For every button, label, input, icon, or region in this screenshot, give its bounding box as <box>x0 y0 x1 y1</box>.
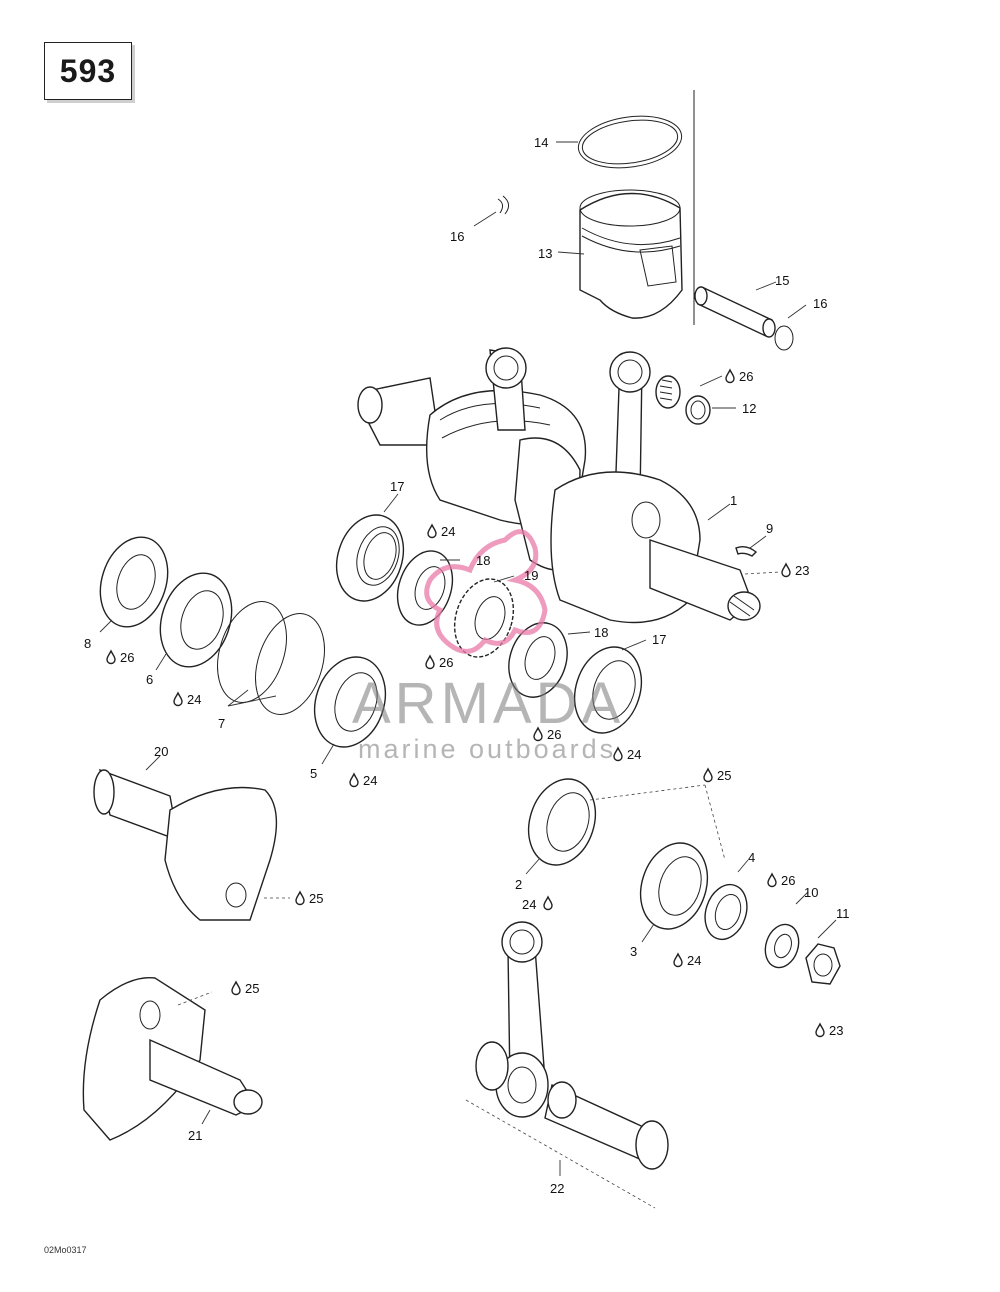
oil-seal-4 <box>704 883 748 941</box>
crankshaft-half-mag <box>82 976 263 1141</box>
callout-12: 12 <box>742 401 756 416</box>
lube-24e: 24 <box>522 897 536 912</box>
watermark-subtitle: marine outboards <box>358 734 617 764</box>
lube-26e: 26 <box>781 873 795 888</box>
watermark-logo <box>424 529 548 654</box>
oil-seal-left <box>99 536 169 628</box>
lube-25a: 25 <box>717 768 731 783</box>
connecting-rod <box>475 921 669 1170</box>
drop-icon <box>231 981 241 996</box>
lube-23b: 23 <box>829 1023 843 1038</box>
crankshaft-assembly <box>357 347 761 624</box>
callout-13: 13 <box>538 246 552 261</box>
callout-20: 20 <box>154 744 168 759</box>
piston <box>579 189 683 319</box>
drop-icon <box>815 1023 825 1038</box>
callout-18b: 18 <box>594 625 608 640</box>
lube-24c: 24 <box>627 747 641 762</box>
callout-15: 15 <box>775 273 789 288</box>
drop-icon <box>543 896 553 911</box>
drop-icon <box>781 563 791 578</box>
drop-icon <box>349 773 359 788</box>
ball-bearing-3 <box>639 842 709 930</box>
callout-18a: 18 <box>476 553 490 568</box>
lube-26c: 26 <box>439 655 453 670</box>
callout-14: 14 <box>534 135 548 150</box>
needle-bearing-small <box>655 375 711 425</box>
callout-1: 1 <box>730 493 737 508</box>
callout-17a: 17 <box>390 479 404 494</box>
drop-icon <box>295 891 305 906</box>
watermark-title: ARMADA <box>352 671 625 736</box>
lube-24b: 24 <box>187 692 201 707</box>
callout-7: 7 <box>218 716 225 731</box>
callout-19: 19 <box>524 568 538 583</box>
lube-25b: 25 <box>309 891 323 906</box>
callout-8: 8 <box>84 636 91 651</box>
drop-icon <box>425 655 435 670</box>
ball-bearing-lower <box>573 646 643 734</box>
drawing-code: 02Mo0317 <box>44 1245 87 1255</box>
oil-seal-lower <box>508 622 568 698</box>
callout-6: 6 <box>146 672 153 687</box>
drop-icon <box>673 953 683 968</box>
gear <box>453 578 515 658</box>
retaining-rings <box>217 601 325 715</box>
circlip-right <box>774 325 794 351</box>
drop-icon <box>106 650 116 665</box>
washer <box>764 923 800 969</box>
lube-24d: 24 <box>363 773 377 788</box>
callout-4: 4 <box>748 850 755 865</box>
drop-icon <box>703 768 713 783</box>
callout-22: 22 <box>550 1181 564 1196</box>
page-number: 593 <box>59 52 117 89</box>
lubricant-refs: 26 24 23 26 26 24 26 24 24 25 26 25 24 2… <box>106 369 843 1038</box>
lube-25c: 25 <box>245 981 259 996</box>
crankshaft-half-pto <box>93 768 278 921</box>
callout-2: 2 <box>515 877 522 892</box>
page-number-box: 593 <box>44 42 132 100</box>
drop-icon <box>725 369 735 384</box>
lube-24a: 24 <box>441 524 455 539</box>
callout-17b: 17 <box>652 632 666 647</box>
callout-11: 11 <box>836 906 850 921</box>
callout-16b: 16 <box>813 296 827 311</box>
callout-3: 3 <box>630 944 637 959</box>
circlip-top <box>497 195 509 215</box>
drop-icon <box>767 873 777 888</box>
lube-24f: 24 <box>687 953 701 968</box>
ball-bearing-center <box>313 656 387 748</box>
lube-26b: 26 <box>120 650 134 665</box>
callout-16a: 16 <box>450 229 464 244</box>
lube-26a: 26 <box>739 369 753 384</box>
woodruff-key <box>735 545 758 557</box>
callout-labels: 14 16 13 15 16 12 1 9 17 18 19 18 17 8 6… <box>84 135 850 1196</box>
callout-21: 21 <box>188 1128 202 1143</box>
lube-26d: 26 <box>547 727 561 742</box>
callout-9: 9 <box>766 521 773 536</box>
callout-5: 5 <box>310 766 317 781</box>
leader-lines <box>99 141 837 1176</box>
piston-ring <box>577 115 683 169</box>
ball-bearing-left <box>159 572 233 668</box>
lube-23a: 23 <box>795 563 809 578</box>
ball-bearing-2 <box>527 778 597 866</box>
callout-10: 10 <box>804 885 818 900</box>
ball-bearing-upper <box>335 514 405 602</box>
piston-pin <box>694 286 776 338</box>
drop-icon <box>427 524 437 539</box>
nut <box>805 943 841 985</box>
drop-icon <box>173 692 183 707</box>
